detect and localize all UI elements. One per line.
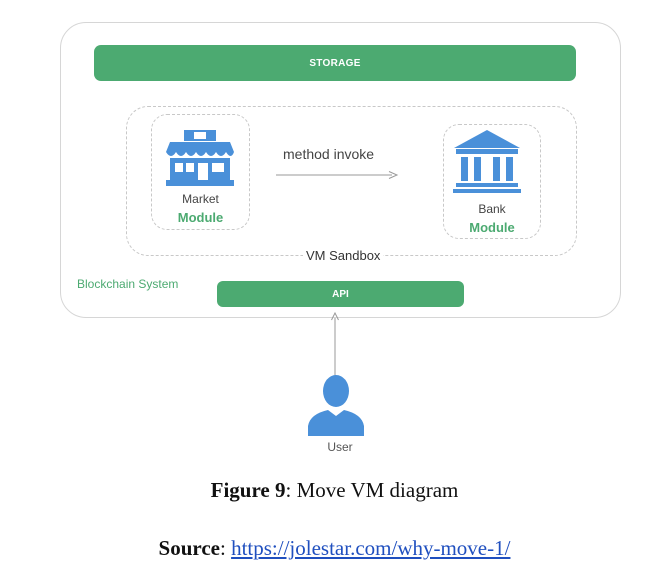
store-icon: [166, 130, 234, 186]
caption-separator: :: [285, 478, 297, 502]
api-label: API: [332, 288, 349, 300]
method-invoke-arrow: [276, 171, 399, 179]
market-label: Market: [182, 192, 219, 206]
bank-icon: [453, 130, 521, 193]
user-to-api-arrow: [331, 312, 339, 378]
vm-sandbox-label: VM Sandbox: [303, 248, 384, 263]
bank-label: Bank: [478, 202, 506, 216]
figure-caption: Figure 9: Move VM diagram: [0, 478, 669, 503]
bank-module-label: Module: [469, 220, 515, 235]
source-prefix: Source: [158, 536, 220, 560]
user-icon: [308, 375, 364, 436]
bank-module-box: [443, 124, 541, 239]
user-label: User: [327, 440, 353, 454]
source-line: Source: https://jolestar.com/why-move-1/: [0, 536, 669, 561]
storage-bar: STORAGE: [94, 45, 576, 81]
caption-text: Move VM diagram: [296, 478, 459, 502]
market-module-label: Module: [177, 210, 224, 225]
blockchain-system-box: [60, 22, 621, 318]
market-module-box: [151, 114, 250, 230]
caption-prefix: Figure 9: [210, 478, 286, 502]
api-bar: API: [217, 281, 464, 307]
source-separator: :: [219, 536, 232, 560]
source-link[interactable]: https://jolestar.com/why-move-1/: [231, 536, 511, 560]
storage-label: STORAGE: [309, 57, 361, 69]
blockchain-system-label: Blockchain System: [77, 277, 179, 291]
method-invoke-label: method invoke: [283, 146, 375, 162]
